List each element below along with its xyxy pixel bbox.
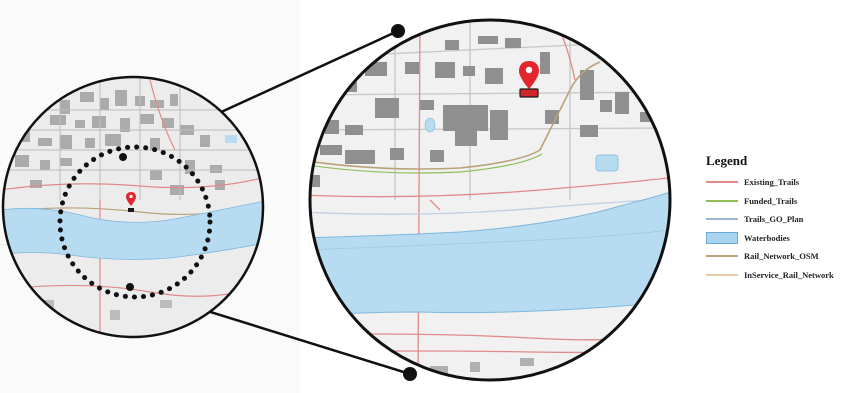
legend-item: InService_Rail_Network <box>706 266 838 285</box>
overview-map <box>3 77 263 337</box>
legend-item: Rail_Network_OSM <box>706 247 838 266</box>
legend-label: Waterbodies <box>744 232 790 243</box>
pond <box>595 154 619 172</box>
legend-swatch <box>706 196 738 206</box>
legend-label: Rail_Network_OSM <box>744 251 819 262</box>
legend-label: InService_Rail_Network <box>744 269 834 280</box>
zoomed-circle-outline <box>308 18 672 382</box>
legend-item: Funded_Trails <box>706 192 838 211</box>
legend-swatch <box>706 231 738 244</box>
focus-ring <box>57 144 213 300</box>
legend-swatch <box>706 177 738 187</box>
legend-label: Funded_Trails <box>744 195 798 206</box>
legend-item: Existing_Trails <box>706 173 838 192</box>
legend-label: Trails_GO_Plan <box>744 214 804 225</box>
legend-title: Legend <box>706 153 748 168</box>
legend-swatch <box>706 251 738 261</box>
legend-item: Waterbodies <box>706 229 838 248</box>
legend-swatch <box>706 270 738 280</box>
location-pin-icon <box>519 61 539 98</box>
legend-label: Existing_Trails <box>744 177 800 188</box>
buildings <box>310 36 652 187</box>
legend-swatch <box>706 214 738 224</box>
location-pin-icon <box>126 192 136 212</box>
river-zoomed <box>310 185 670 317</box>
zoomed-map <box>310 20 670 380</box>
legend-item: Trails_GO_Plan <box>706 210 838 229</box>
overview-circle-outline <box>1 75 265 339</box>
